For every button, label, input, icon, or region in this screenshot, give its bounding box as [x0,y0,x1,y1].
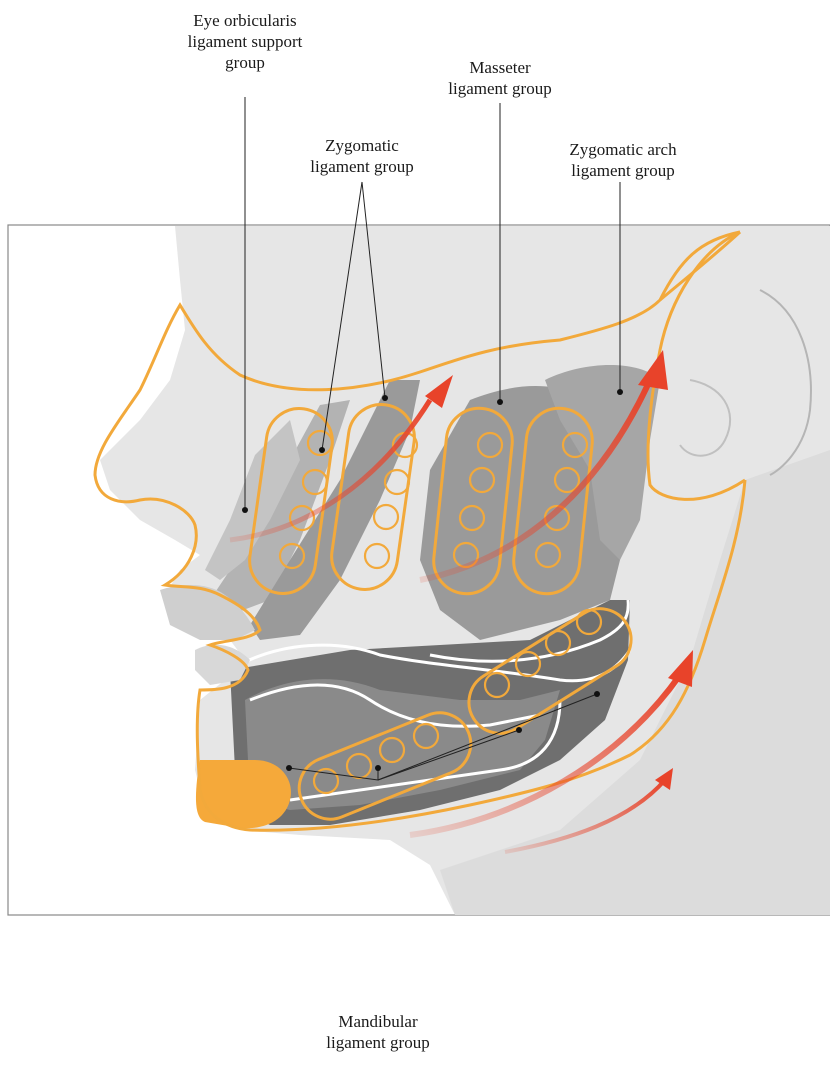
label-eye-orbicularis: Eye orbicularis ligament support group [145,10,345,73]
label-zygomatic-line1: Zygomatic [262,135,462,156]
label-masseter-line2: ligament group [400,78,600,99]
label-eye-orbicularis-line2: ligament support [145,31,345,52]
label-zygomatic: Zygomatic ligament group [262,135,462,177]
label-zygomatic-arch-line1: Zygomatic arch [523,139,723,160]
label-zygomatic-arch: Zygomatic arch ligament group [523,139,723,181]
label-eye-orbicularis-line3: group [145,52,345,73]
label-mandibular-line2: ligament group [278,1032,478,1053]
label-eye-orbicularis-line1: Eye orbicularis [145,10,345,31]
label-masseter-line1: Masseter [400,57,600,78]
label-masseter: Masseter ligament group [400,57,600,99]
label-zygomatic-line2: ligament group [262,156,462,177]
label-zygomatic-arch-line2: ligament group [523,160,723,181]
label-mandibular-line1: Mandibular [278,1011,478,1032]
chin-fat-pad [196,760,291,828]
label-mandibular: Mandibular ligament group [278,1011,478,1053]
